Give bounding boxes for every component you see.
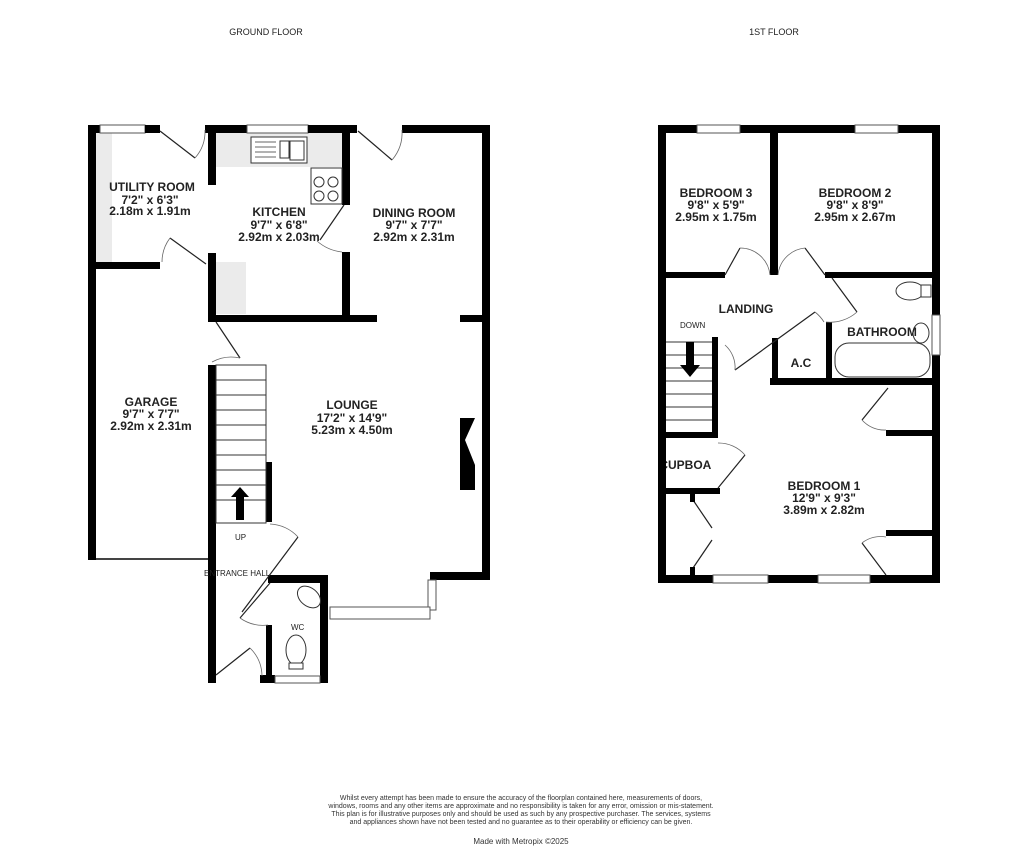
room-landing: LANDING [719,302,774,316]
svg-text:9'8" x 8'9": 9'8" x 8'9" [826,198,883,212]
ground-walls [88,124,490,684]
svg-text:5.23m x 4.50m: 5.23m x 4.50m [311,423,392,437]
svg-text:2.92m x 2.31m: 2.92m x 2.31m [110,419,191,433]
wc-label: WC [291,623,305,632]
svg-text:17'2" x 14'9": 17'2" x 14'9" [317,411,387,425]
first-floor-plan: DOWN BEDROOM 3 9'8" x 5'9" 2.95m x 1.75m… [658,124,941,584]
room-airing-cupboard: A.C [791,356,812,370]
svg-text:9'7" x 6'8": 9'7" x 6'8" [250,218,307,232]
arrow-down-icon [680,342,700,377]
svg-text:9'8" x 5'9": 9'8" x 5'9" [687,198,744,212]
first-doors [690,247,889,576]
disclaimer: Whilst every attempt has been made to en… [325,795,717,827]
hob-icon [310,167,343,205]
room-bedroom-1: BEDROOM 1 12'9" x 9'3" 3.89m x 2.82m [783,479,864,517]
basin-icon [296,585,322,609]
stairs-down-label: DOWN [680,321,706,330]
svg-text:2.95m x 1.75m: 2.95m x 1.75m [675,210,756,224]
fireplace-icon [460,418,475,490]
stairs-up-label: UP [235,533,246,542]
bath-icon [834,342,931,378]
utility-worktop [96,133,112,263]
svg-text:2.95m x 2.67m: 2.95m x 2.67m [814,210,895,224]
first-walls [658,124,941,584]
room-garage: GARAGE 9'7" x 7'7" 2.92m x 2.31m [110,395,191,433]
room-dining: DINING ROOM 9'7" x 7'7" 2.92m x 2.31m [373,206,456,244]
svg-text:LOUNGE: LOUNGE [326,398,377,412]
metropix-credit: Made with Metropix ©2025 [473,837,569,846]
room-cupboard: CUPBOARD [659,458,729,472]
svg-text:2.92m x 2.03m: 2.92m x 2.03m [238,230,319,244]
basin-icon [912,322,930,344]
kitchen-sink-icon [250,136,308,164]
room-utility: UTILITY ROOM 7'2" x 6'3" 2.18m x 1.91m [109,180,195,218]
svg-text:UTILITY ROOM: UTILITY ROOM [109,180,195,194]
svg-text:BEDROOM 1: BEDROOM 1 [788,479,861,493]
room-bathroom: BATHROOM [847,325,917,339]
room-lounge: LOUNGE 17'2" x 14'9" 5.23m x 4.50m [311,398,392,437]
svg-text:2.18m x 1.91m: 2.18m x 1.91m [109,204,190,218]
ground-floor-heading: GROUND FLOOR [229,27,303,37]
entrance-hall-label: ENTRANCE HALL [204,569,271,578]
staircase-down [666,341,712,421]
svg-text:KITCHEN: KITCHEN [252,205,305,219]
toilet-icon [285,634,307,670]
room-kitchen: KITCHEN 9'7" x 6'8" 2.92m x 2.03m [238,205,319,244]
bathroom-fixtures [834,281,932,378]
first-floor-heading: 1ST FLOOR [749,27,799,37]
staircase-up [215,364,267,524]
svg-text:2.92m x 2.31m: 2.92m x 2.31m [373,230,454,244]
kitchen-unit [216,262,246,314]
toilet-icon [895,281,925,301]
svg-text:7'2" x 6'3": 7'2" x 6'3" [121,193,178,207]
svg-text:BEDROOM 2: BEDROOM 2 [819,186,892,200]
svg-text:9'7" x 7'7": 9'7" x 7'7" [385,218,442,232]
svg-text:12'9" x 9'3": 12'9" x 9'3" [792,491,856,505]
room-bedroom-2: BEDROOM 2 9'8" x 8'9" 2.95m x 2.67m [814,186,895,224]
disclaimer-text: Whilst every attempt has been made to en… [328,795,714,826]
ground-doors [159,129,403,677]
room-bedroom-3: BEDROOM 3 9'8" x 5'9" 2.95m x 1.75m [675,186,756,224]
arrow-up-icon [231,487,249,520]
svg-text:GARAGE: GARAGE [125,395,178,409]
svg-text:9'7" x 7'7": 9'7" x 7'7" [122,407,179,421]
svg-text:3.89m x 2.82m: 3.89m x 2.82m [783,503,864,517]
svg-text:BEDROOM 3: BEDROOM 3 [680,186,753,200]
ground-floor-plan: UP WC ENTRANCE HALL UTILITY ROOM 7'2" x … [88,124,490,684]
svg-text:DINING ROOM: DINING ROOM [373,206,456,220]
